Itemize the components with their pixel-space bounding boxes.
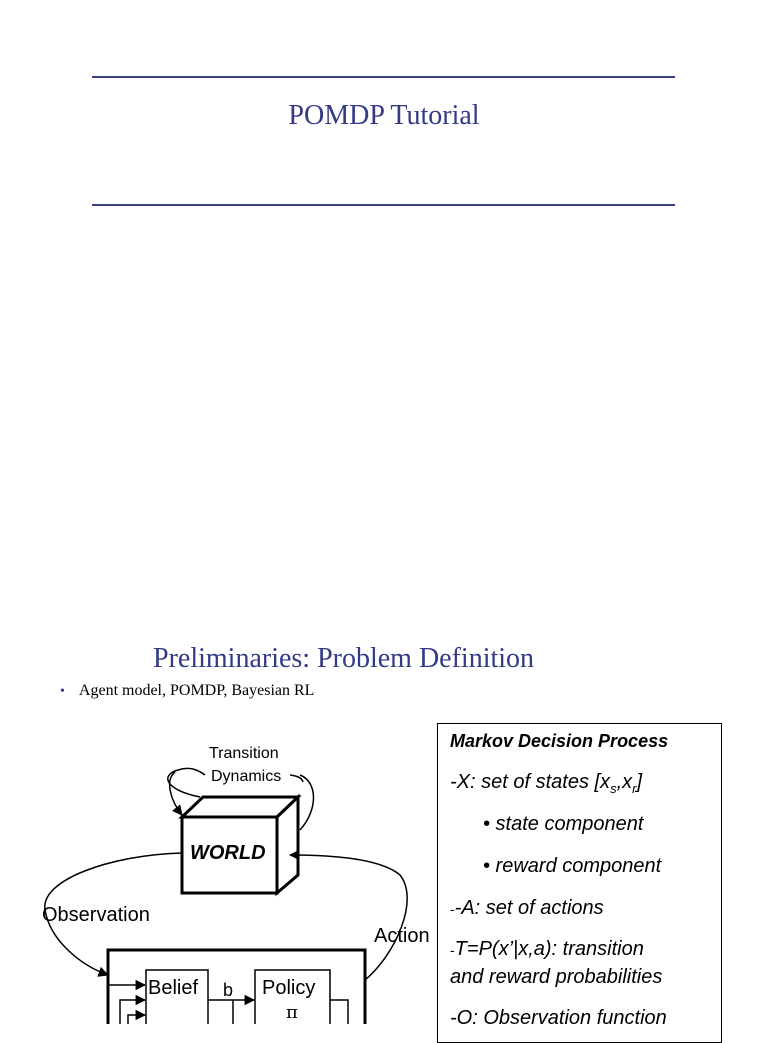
world-label: WORLD [190,842,266,864]
action-label: Action [374,925,430,947]
mdp-heading: Markov Decision Process [450,731,669,751]
slide-title-pomdp-tutorial: POMDP Tutorial [288,100,480,131]
mdp-observation-def: -O: Observation function [450,1007,667,1029]
transition-loop-left-arrow [168,771,183,816]
bullet-dot-icon: • [60,684,65,699]
mdp-reward-component: • reward component [483,855,662,877]
mdp-transition-def-cont: and reward probabilities [450,966,663,988]
pi-label: π [286,1002,298,1023]
mdp-actions-def: --A: set of actions [450,897,604,919]
world-box [178,793,302,897]
transition-label-line2: Dynamics [211,768,282,785]
transition-loop-right2 [289,774,304,783]
belief-label: Belief [148,977,199,999]
mdp-states-def: -X: set of states [xs,xr] [450,771,643,796]
slide-title-preliminaries: Preliminaries: Problem Definition [153,643,535,674]
agent-box [106,948,367,1024]
transition-loop-left [167,767,206,798]
policy-label: Policy [262,977,316,999]
action-arrow [288,849,408,981]
belief-input-arrow [119,994,147,1024]
mdp-state-component: • state component [483,813,644,835]
b-label: b [223,980,234,1000]
transition-loop-right [299,774,315,831]
bullet-text: Agent model, POMDP, Bayesian RL [78,682,315,699]
top-rule-lower [92,204,675,206]
bullet-agent-model: • Agent model, POMDP, Bayesian RL [60,682,314,700]
transition-label-line1: Transition [209,745,279,762]
observation-arrow [44,852,183,977]
mdp-transition-def: -T=P(x’|x,a): transition [450,938,644,960]
observation-label: Observation [42,904,150,926]
top-rule-upper [92,76,675,78]
